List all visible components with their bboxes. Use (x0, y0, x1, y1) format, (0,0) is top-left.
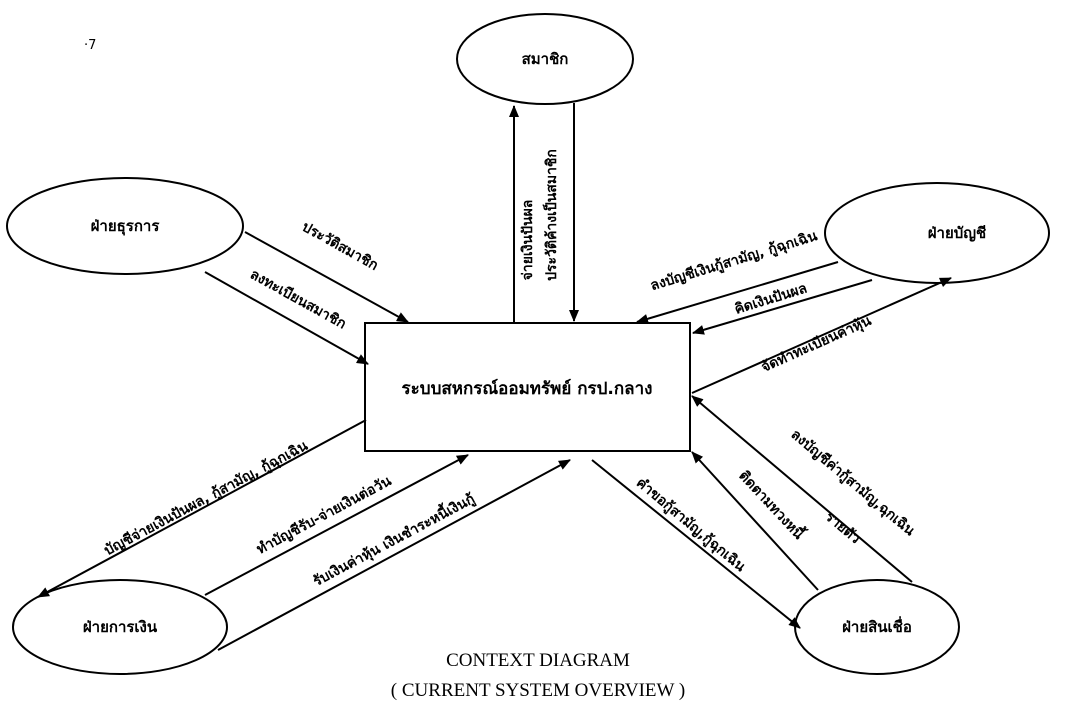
corner-mark: ·7 (84, 38, 96, 53)
caption-title: CONTEXT DIAGRAM (446, 650, 630, 671)
flow-label-post-loan-accounts-2: รายตัว (822, 509, 863, 547)
flow-label-calc-dividend: คิดเงินปันผล (733, 281, 809, 318)
flow-label-member-history: ประวัติสมาชิก (299, 219, 381, 274)
caption-subtitle: ( CURRENT SYSTEM OVERVIEW ) (391, 680, 685, 701)
entity-member-label: สมาชิก (522, 50, 569, 68)
flow-label-share-register: จัดทำทะเบียนค่าหุ้น (759, 313, 874, 376)
entity-finance-label: ฝ่ายการเงิน (83, 618, 158, 636)
flow-arrow-member-history (244, 231, 409, 323)
flow-arrow-daily-cash (204, 454, 469, 596)
flow-arrow-debt-followup (691, 451, 819, 591)
flow-label-post-loan-accounts-1: ลงบัญชีค่ากู้สามัญ,ฉุกเฉิน (788, 427, 918, 540)
flow-label-loan-requests: คำขอกู้สามัญ,กู้ฉุกเฉิน (633, 475, 749, 576)
center-process-box (364, 322, 691, 452)
flow-label-register-member: ลงทะเบียนสมาชิก (247, 267, 349, 333)
center-process-label: ระบบสหกรณ์ออมทรัพย์ กรป.กลาง (402, 378, 653, 399)
flow-arrow-payment-accounts (37, 419, 367, 598)
flow-label-member-loan-history: ประวัติค้างเป็นสมาชิก (542, 149, 560, 281)
flow-arrow-register-member (204, 271, 369, 365)
entity-admin-label: ฝ่ายธุรการ (91, 217, 161, 236)
entity-admin-ellipse (6, 177, 244, 275)
flow-arrow-share-register (691, 277, 952, 394)
entity-credit-label: ฝ่ายสินเชื่อ (842, 616, 912, 636)
flow-label-pay-dividend: จ่ายเงินปันผล (520, 200, 536, 281)
flow-arrow-calc-dividend (692, 279, 873, 335)
flow-arrow-post-loan-accounts (691, 395, 913, 583)
entity-finance-ellipse (12, 579, 228, 675)
entity-member-ellipse (456, 13, 634, 105)
flow-arrow-loan-requests (591, 459, 801, 629)
flow-arrow-receive-shares (217, 459, 571, 651)
entity-accounting-ellipse (824, 182, 1050, 284)
entity-accounting-label: ฝ่ายบัญชี (928, 224, 986, 242)
flow-label-debt-followup: ติดตามทวงหนี้ (735, 465, 809, 543)
flow-arrow-post-loans (636, 261, 839, 324)
